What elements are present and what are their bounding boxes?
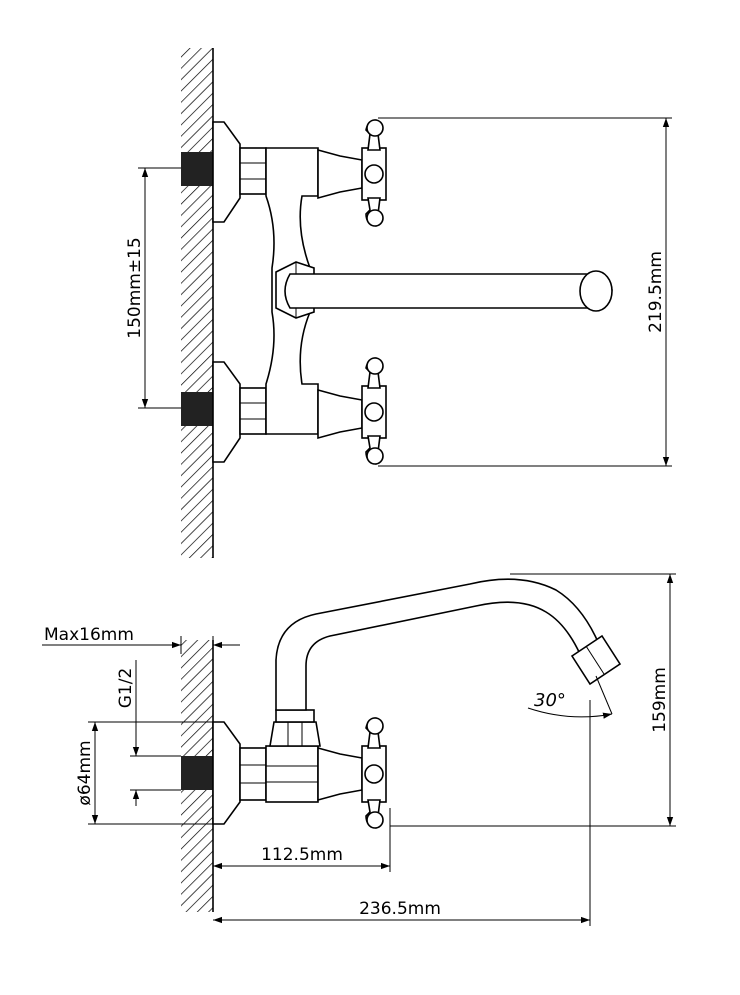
label-total-height: 219.5mm: [646, 251, 666, 333]
dimension-angle: 30°: [527, 675, 613, 719]
label-handle-reach: 112.5mm: [261, 845, 343, 865]
dimension-handle-reach: 112.5mm: [213, 808, 391, 872]
upper-cross-handle: [317, 119, 387, 227]
eccentric-connection-side: [212, 721, 267, 825]
label-spout-reach: 236.5mm: [359, 899, 441, 919]
label-angle: 30°: [534, 690, 566, 711]
wall-hatch-top: [181, 48, 214, 558]
pipe-inlet-lower: [181, 392, 213, 426]
cross-handle-side: [317, 717, 387, 829]
dimension-vertical-spacing: 150mm±15: [125, 167, 181, 409]
pipe-inlet-upper: [181, 152, 213, 186]
dimension-total-height: 219.5mm: [378, 117, 672, 467]
spout-side: [275, 578, 622, 711]
dimension-height: 159mm: [390, 573, 676, 827]
dimension-spout-reach: 236.5mm: [213, 700, 591, 926]
upper-eccentric-connection: [212, 121, 267, 223]
label-thread: G1/2: [116, 668, 136, 709]
top-view: 150mm±15 219.5mm: [125, 48, 672, 558]
label-height: 159mm: [650, 667, 670, 733]
spout-top: [284, 270, 613, 312]
side-view: Max16mm G1/2 ø64mm: [42, 573, 676, 926]
mixer-body-side: [265, 709, 321, 803]
dimension-thread: G1/2: [116, 660, 181, 806]
lower-cross-handle: [317, 357, 387, 465]
pipe-inlet-side: [181, 756, 213, 790]
dimension-max: Max16mm: [42, 625, 240, 654]
dimension-diameter: ø64mm: [75, 721, 222, 825]
label-vertical-spacing: 150mm±15: [125, 237, 145, 338]
label-max: Max16mm: [44, 625, 134, 645]
label-diameter: ø64mm: [75, 740, 95, 805]
lower-eccentric-connection: [212, 361, 267, 463]
